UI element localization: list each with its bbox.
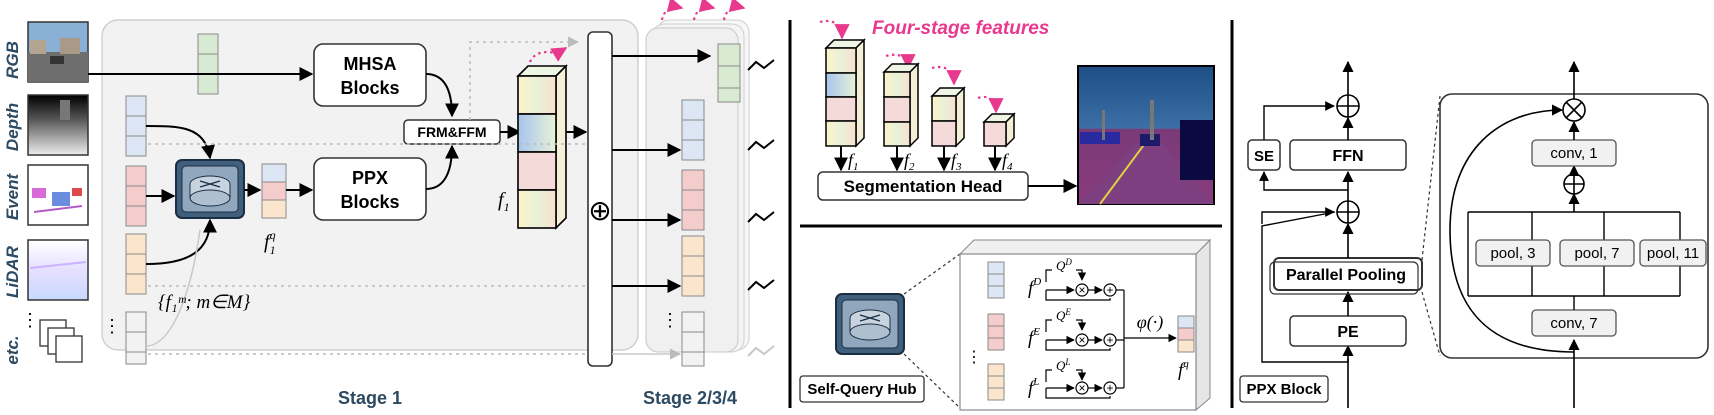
- stage1-label: Stage 1: [338, 388, 402, 408]
- four-stage-title: Four-stage features: [872, 18, 1049, 39]
- label-rgb: RGB: [3, 41, 22, 79]
- se-label: SE: [1254, 148, 1274, 165]
- hub-output-cubes: [1177, 315, 1195, 353]
- decoder-f4-cube: [982, 112, 1016, 148]
- ppx-block-label-box: [1239, 375, 1329, 403]
- pool11-label: pool, 11: [1647, 245, 1699, 262]
- decoder-f1-cube: [824, 38, 866, 148]
- label-etc: etc.: [3, 335, 22, 364]
- etc-dots-mid: ⋮: [103, 316, 121, 336]
- hub-icon: [175, 159, 245, 219]
- event-thumbnail: [27, 164, 89, 226]
- mhsa-line1: MHSA: [344, 54, 397, 74]
- lidar-thumbnail: [27, 239, 89, 301]
- etc-thumbnail: [39, 319, 83, 363]
- label-depth: Depth: [3, 103, 22, 151]
- hub-detail-depth: [1195, 238, 1211, 412]
- decoder-f3-cube: [930, 86, 966, 148]
- hub-ql-label: QL: [1056, 357, 1070, 373]
- hub-qd-label: QD: [1056, 257, 1072, 273]
- pe-label: PE: [1337, 324, 1359, 341]
- hub-fd-label: fD: [1028, 276, 1041, 299]
- set-notation: {f₁ᵐ; m∈M}: [158, 292, 251, 313]
- cubes-lidar: [125, 233, 147, 295]
- ppx-line2: Blocks: [340, 192, 399, 212]
- hub-multiply-d: ×: [1078, 283, 1085, 297]
- encoder-panel: RGB Depth Event LiDAR etc. ⋮: [3, 0, 775, 408]
- pool3-box: [1475, 239, 1551, 267]
- conv7-label: conv, 7: [1550, 315, 1597, 332]
- pool3-label: pool, 3: [1490, 245, 1535, 262]
- pool7-label: pool, 7: [1574, 245, 1619, 262]
- stage234-cubes: [681, 43, 741, 367]
- cubes-f1q: [261, 163, 287, 219]
- hub-fl-label: fL: [1028, 376, 1039, 399]
- decoder-f2-cube: [882, 62, 920, 148]
- fusion-plus-symbol: ⊕: [588, 195, 611, 226]
- f1-label: f1: [498, 189, 510, 214]
- rgb-thumbnail: [27, 21, 89, 83]
- parallel-pooling-label: Parallel Pooling: [1286, 267, 1406, 284]
- ppx-block-panel: PE Parallel Pooling FFN SE PPX Block: [1239, 60, 1709, 408]
- hub-cubes-l: [987, 363, 1005, 401]
- frm-ffm-label: FRM&FFM: [417, 124, 486, 140]
- label-lidar: LiDAR: [3, 245, 22, 298]
- f1-feature-stack: [516, 64, 568, 230]
- hub-cubes-e: [987, 313, 1005, 351]
- hub-multiply-l: ×: [1078, 381, 1085, 395]
- cubes-event: [125, 165, 147, 227]
- cubes-etc: [125, 311, 147, 365]
- mhsa-line2: Blocks: [340, 78, 399, 98]
- decoder-f3-label: f3: [951, 150, 962, 173]
- depth-thumbnail: [27, 94, 89, 156]
- hub-qe-label: QE: [1056, 307, 1071, 323]
- fusion-plus-column: [587, 31, 613, 367]
- hub-detail-top: [958, 239, 1212, 255]
- hub-fe-label: fE: [1028, 326, 1040, 349]
- cubes-depth: [125, 95, 147, 157]
- decoder-f2-label: f2: [904, 150, 915, 173]
- stage234-dots: ⋮: [661, 310, 679, 330]
- pool7-box: [1559, 239, 1635, 267]
- self-query-hub-panel: Self-Query Hub ⋮ fD QD: [799, 238, 1212, 412]
- hub-label: Self-Query Hub: [807, 381, 916, 398]
- hub-icon-large: [835, 293, 905, 355]
- decoder-f1-label: f1: [848, 150, 859, 173]
- etc-dots-left: ⋮: [21, 310, 39, 330]
- hub-multiply-e: ×: [1078, 333, 1085, 347]
- decoder-f4-label: f4: [1002, 150, 1013, 173]
- hub-output-label: fq: [1178, 358, 1189, 381]
- hub-plus-l: +: [1106, 381, 1113, 395]
- ffn-label: FFN: [1332, 148, 1363, 165]
- pool11-box: [1639, 239, 1707, 267]
- segmentation-output-image: [1077, 65, 1215, 205]
- hub-label-box: [799, 375, 925, 403]
- hub-dots: ⋮: [966, 349, 982, 366]
- hub-phi: φ(·): [1137, 312, 1163, 333]
- hub-cubes-d: [987, 261, 1005, 299]
- conv1-label: conv, 1: [1550, 145, 1597, 162]
- hub-plus-d: +: [1106, 283, 1113, 297]
- ppx-block-label: PPX Block: [1246, 381, 1322, 398]
- decoder-panel: Four-stage features: [817, 18, 1215, 205]
- hub-plus-e: +: [1106, 333, 1113, 347]
- cubes-rgb: [197, 33, 219, 95]
- label-event: Event: [3, 173, 22, 221]
- segmentation-head-label: Segmentation Head: [844, 177, 1003, 196]
- ppx-line1: PPX: [352, 168, 388, 188]
- stage234-label: Stage 2/3/4: [643, 388, 737, 408]
